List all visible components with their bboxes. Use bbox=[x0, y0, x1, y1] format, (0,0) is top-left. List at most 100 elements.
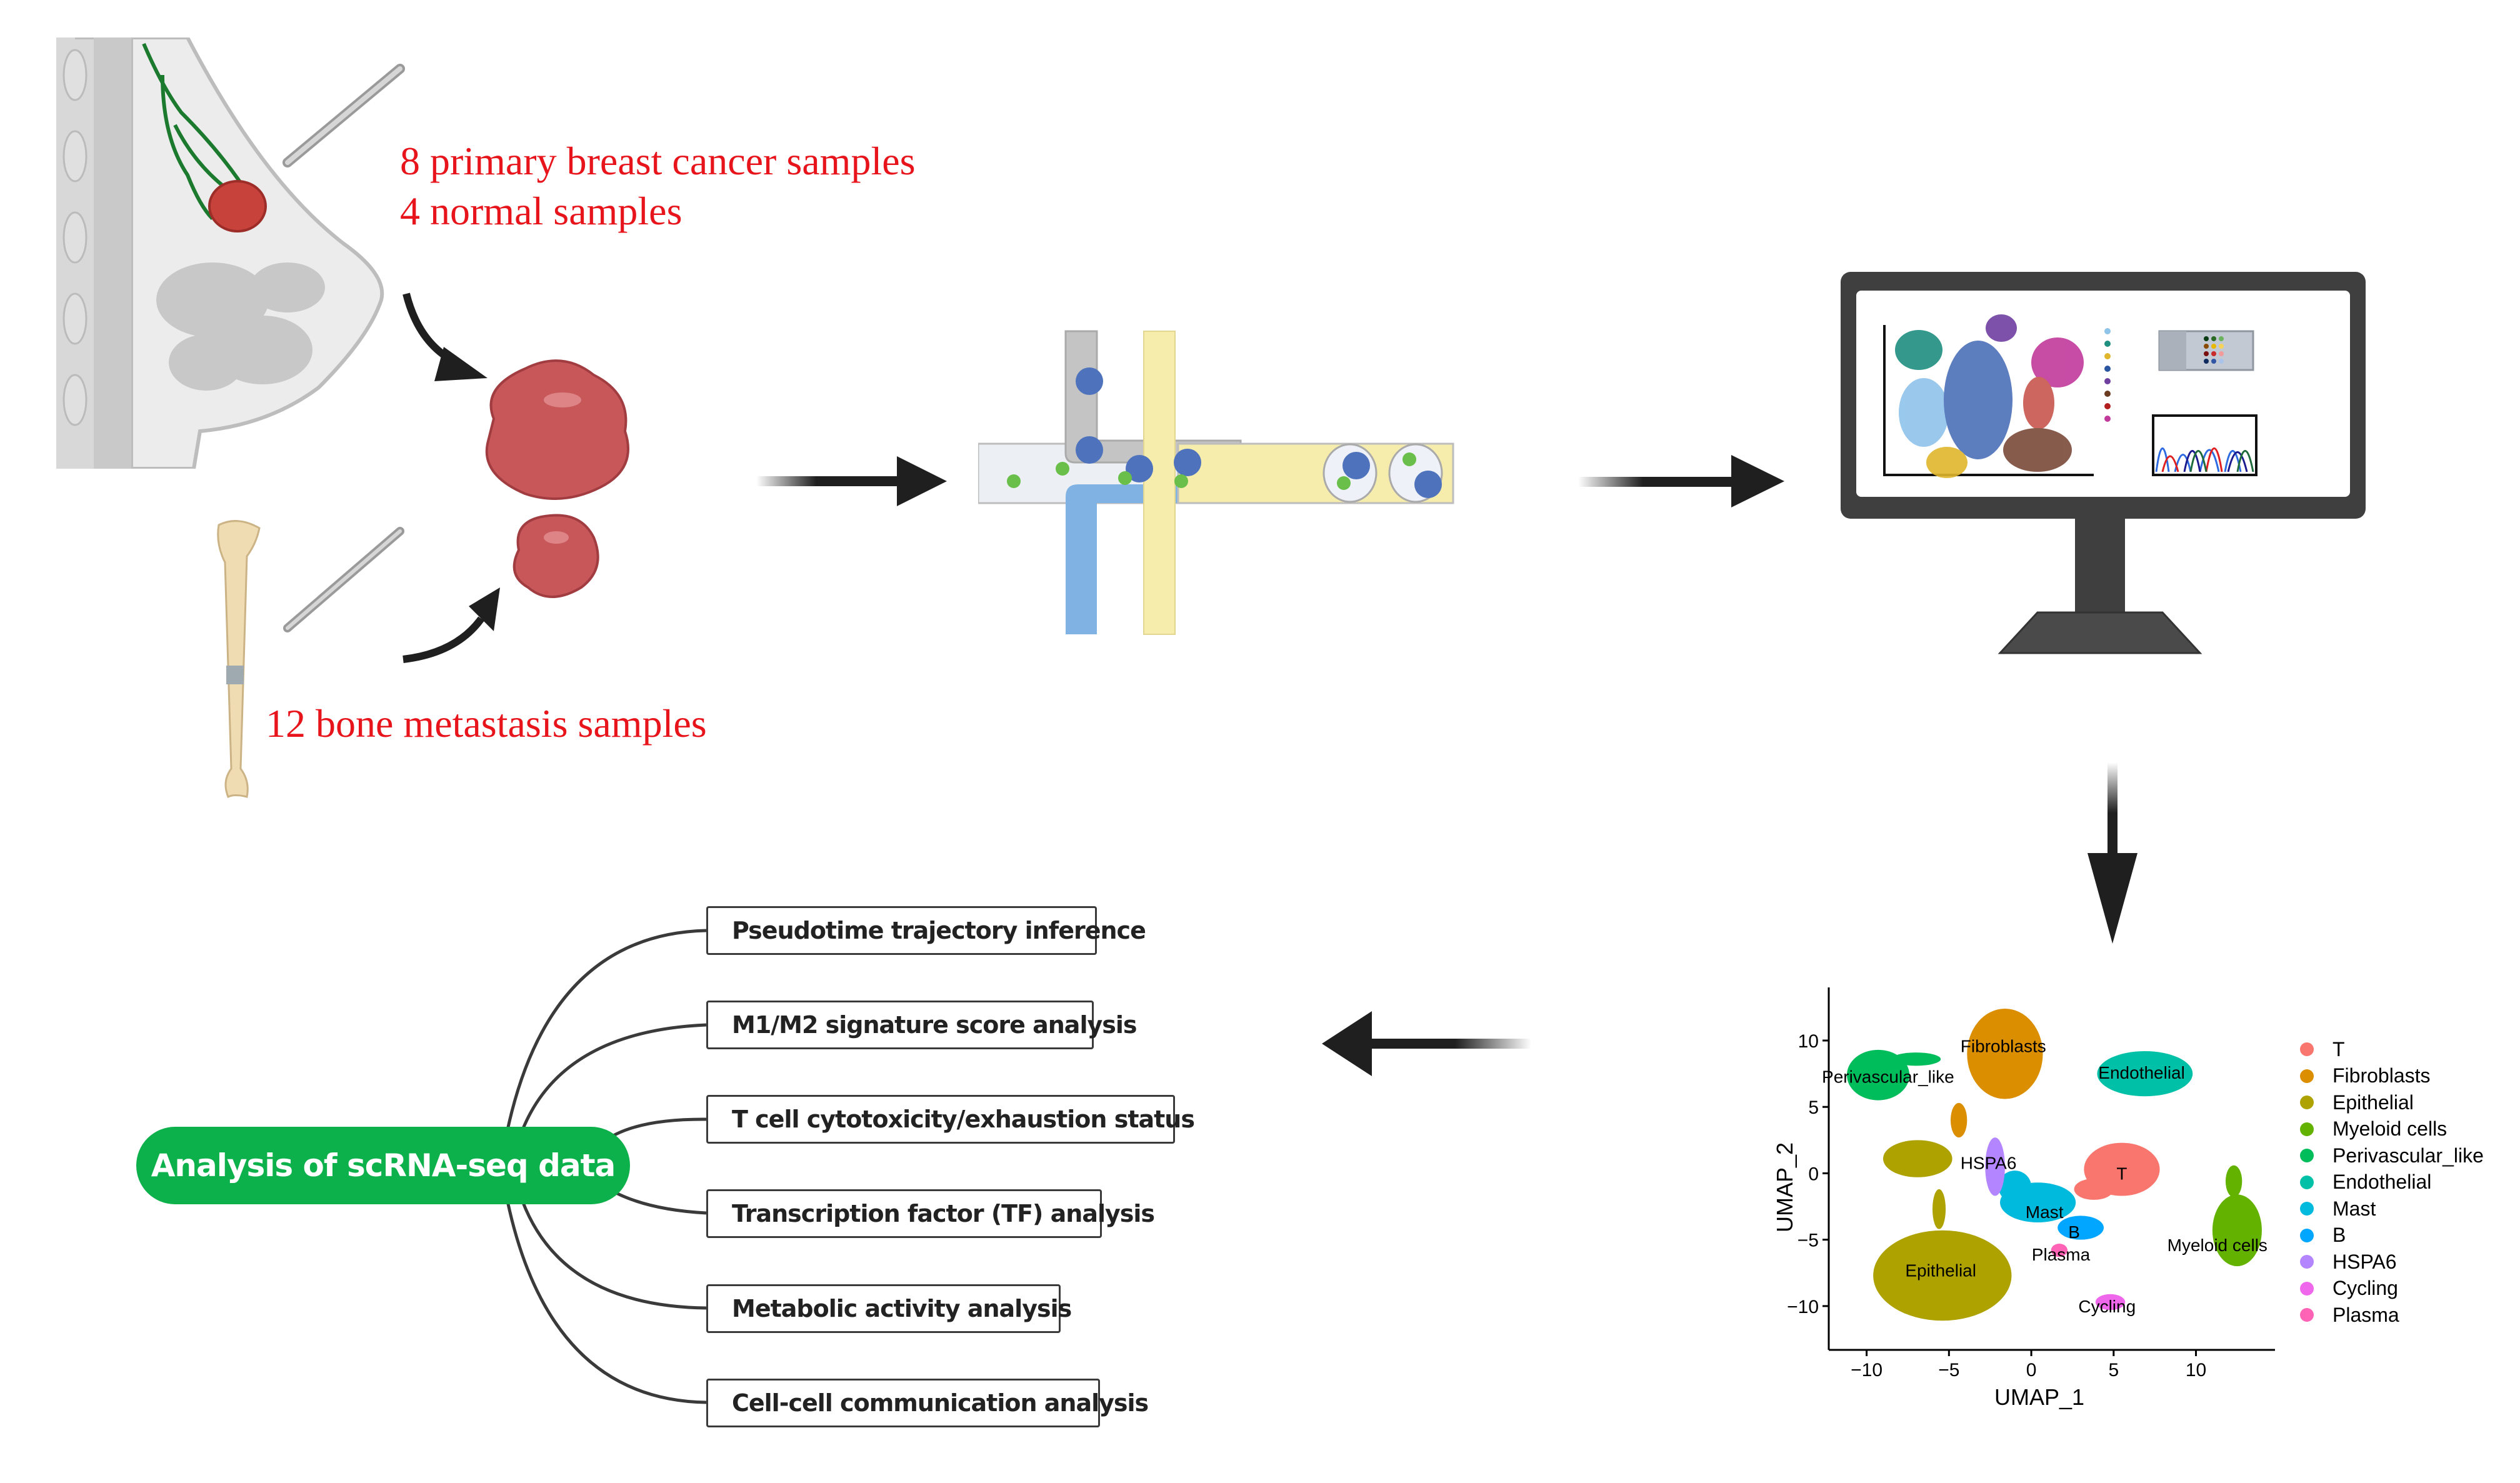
droplet-microfluidics-icon bbox=[978, 330, 1454, 635]
analysis-item-metabolic: Metabolic activity analysis bbox=[706, 1284, 1072, 1333]
bone-sample-count: 12 bone metastasis samples bbox=[266, 701, 707, 746]
legend-swatch bbox=[2300, 1149, 2314, 1163]
legend-item-fibroblasts: Fibroblasts bbox=[2300, 1063, 2484, 1090]
cluster-fibroblasts bbox=[1967, 1008, 2043, 1099]
legend-item-endothelial: Endothelial bbox=[2300, 1169, 2484, 1196]
y-tick-label: 5 bbox=[1808, 1097, 1819, 1118]
cluster-label-cycling: Cycling bbox=[2078, 1297, 2136, 1316]
cluster-label-perivascular-like: Perivascular_like bbox=[1822, 1067, 1954, 1086]
legend-label: Mast bbox=[2332, 1197, 2376, 1220]
connector-line bbox=[506, 929, 707, 1131]
legend-swatch bbox=[2300, 1122, 2314, 1136]
cluster-epithelial bbox=[1932, 1189, 1946, 1229]
legend-item-hspa6: HSPA6 bbox=[2300, 1249, 2484, 1276]
legend-swatch bbox=[2300, 1281, 2314, 1296]
y-tick-label: −5 bbox=[1798, 1231, 1819, 1251]
legend-swatch bbox=[2300, 1069, 2314, 1083]
analysis-connectors bbox=[506, 929, 707, 1404]
cluster-b bbox=[2058, 1216, 2104, 1240]
cluster-label-plasma: Plasma bbox=[2032, 1245, 2091, 1264]
cluster-myeloid-cells bbox=[2225, 1165, 2242, 1197]
legend-label: Fibroblasts bbox=[2332, 1064, 2431, 1087]
cluster-label-endothelial: Endothelial bbox=[2098, 1063, 2185, 1082]
legend-item-perivascular-like: Perivascular_like bbox=[2300, 1142, 2484, 1169]
legend-swatch bbox=[2300, 1308, 2314, 1322]
connector-line bbox=[521, 1201, 707, 1310]
tumor-tissue-icon bbox=[485, 359, 629, 598]
legend-swatch bbox=[2300, 1228, 2314, 1242]
right-arrow-icon bbox=[1578, 455, 1784, 507]
legend-item-epithelial: Epithelial bbox=[2300, 1089, 2484, 1116]
scalpel-icon bbox=[283, 527, 404, 632]
cluster-label-fibroblasts: Fibroblasts bbox=[1961, 1036, 2046, 1056]
legend-item-plasma: Plasma bbox=[2300, 1302, 2484, 1329]
cluster-hspa6 bbox=[1985, 1137, 2005, 1196]
cluster-fibroblasts bbox=[1950, 1102, 1968, 1138]
cluster-label-hspa6: HSPA6 bbox=[1961, 1153, 2017, 1172]
normal-sample-count: 4 normal samples bbox=[400, 189, 682, 233]
legend-label: B bbox=[2332, 1224, 2346, 1247]
legend-swatch bbox=[2300, 1042, 2314, 1057]
connector-line bbox=[521, 1023, 707, 1131]
cluster-myeloid-cells bbox=[2212, 1194, 2262, 1267]
legend-swatch bbox=[2300, 1096, 2314, 1110]
cluster-label-epithelial: Epithelial bbox=[1905, 1261, 1976, 1281]
x-tick-label: −5 bbox=[1938, 1360, 1959, 1381]
scalpel-icon bbox=[282, 64, 405, 167]
legend-item-t: T bbox=[2300, 1036, 2484, 1063]
legend-label: Endothelial bbox=[2332, 1171, 2432, 1194]
right-arrow-icon bbox=[756, 456, 947, 506]
legend-item-myeloid-cells: Myeloid cells bbox=[2300, 1116, 2484, 1143]
legend-label: Epithelial bbox=[2332, 1091, 2414, 1114]
curved-arrow-icon bbox=[402, 292, 488, 381]
y-tick-label: 10 bbox=[1798, 1031, 1819, 1052]
femur-bone-icon bbox=[217, 520, 261, 799]
cluster-label-t: T bbox=[2116, 1164, 2127, 1183]
cluster-endothelial bbox=[2097, 1051, 2193, 1097]
analysis-item-tf: Transcription factor (TF) analysis bbox=[706, 1189, 1155, 1238]
breast-anatomy-icon bbox=[56, 37, 384, 469]
cluster-cycling bbox=[2095, 1294, 2126, 1311]
cluster-plasma bbox=[2051, 1244, 2068, 1257]
legend-item-b: B bbox=[2300, 1222, 2484, 1249]
analysis-item-pseudotime: Pseudotime trajectory inference bbox=[706, 906, 1146, 955]
legend-item-cycling: Cycling bbox=[2300, 1276, 2484, 1302]
left-arrow-icon bbox=[1322, 1011, 1531, 1076]
analysis-item-cellcell: Cell-cell communication analysis bbox=[706, 1379, 1149, 1427]
y-tick-label: −10 bbox=[1787, 1297, 1819, 1317]
legend-label: Perivascular_like bbox=[2332, 1144, 2484, 1167]
legend-label: T bbox=[2332, 1037, 2345, 1061]
y-tick-label: 0 bbox=[1808, 1164, 1819, 1184]
legend-label: Cycling bbox=[2332, 1277, 2398, 1300]
legend-label: Myeloid cells bbox=[2332, 1117, 2448, 1141]
x-tick-label: −10 bbox=[1851, 1360, 1882, 1381]
computer-monitor-icon bbox=[1841, 272, 2366, 654]
analysis-item-tcell-status: T cell cytotoxicity/exhaustion status bbox=[706, 1095, 1195, 1144]
cluster-mast bbox=[1998, 1171, 2032, 1203]
x-axis-label: UMAP_1 bbox=[1994, 1384, 2084, 1410]
legend-swatch bbox=[2300, 1175, 2314, 1189]
cluster-label-myeloid-cells: Myeloid cells bbox=[2168, 1236, 2268, 1255]
x-tick-label: 5 bbox=[2108, 1360, 2119, 1381]
cluster-perivascular-like bbox=[1846, 1049, 1910, 1101]
tumor-icon bbox=[208, 180, 267, 232]
legend-item-mast: Mast bbox=[2300, 1196, 2484, 1222]
cluster-epithelial bbox=[1882, 1140, 1952, 1177]
analysis-item-m1m2: M1/M2 signature score analysis bbox=[706, 1001, 1138, 1049]
curved-arrow-icon bbox=[402, 587, 500, 663]
x-tick-label: 0 bbox=[2026, 1360, 2037, 1381]
cluster-t bbox=[2074, 1178, 2114, 1200]
analysis-root-node: Analysis of scRNA-seq data bbox=[136, 1127, 630, 1204]
legend-swatch bbox=[2300, 1202, 2314, 1216]
cluster-label-b: B bbox=[2068, 1222, 2080, 1242]
primary-sample-count: 8 primary breast cancer samples bbox=[400, 139, 916, 183]
legend-label: HSPA6 bbox=[2332, 1250, 2397, 1273]
cluster-epithelial bbox=[1873, 1230, 2012, 1321]
legend-label: Plasma bbox=[2332, 1303, 2399, 1326]
cluster-label-mast: Mast bbox=[2026, 1202, 2064, 1222]
down-arrow-icon bbox=[2088, 762, 2138, 944]
connector-line bbox=[506, 1201, 707, 1404]
x-tick-label: 10 bbox=[2186, 1360, 2206, 1381]
cluster-perivascular-like bbox=[1891, 1052, 1941, 1066]
